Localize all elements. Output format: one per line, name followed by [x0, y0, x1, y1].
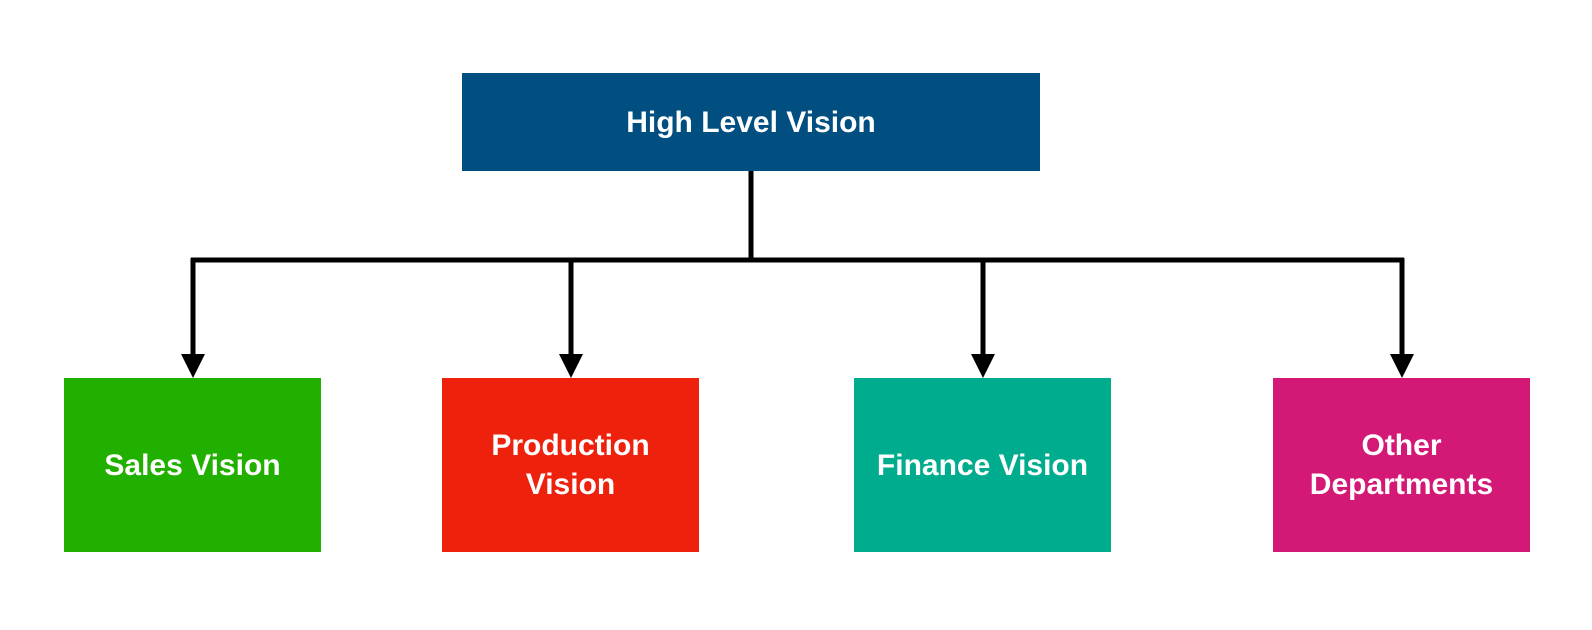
child-node-label: Sales Vision	[104, 448, 281, 482]
child-node-sales-vision: Sales Vision	[64, 378, 321, 552]
child-node-label: Other Departments	[1309, 429, 1494, 501]
child-node-other-departments: Other Departments	[1273, 378, 1530, 552]
arrowhead-sales	[181, 354, 205, 378]
root-node-label: High Level Vision	[626, 105, 876, 139]
child-node-finance-vision: Finance Vision	[854, 378, 1111, 552]
child-node-label: Finance Vision	[876, 448, 1089, 482]
root-node-high-level-vision: High Level Vision	[462, 73, 1040, 171]
child-node-production-vision: Production Vision	[442, 378, 699, 552]
child-node-label: Production Vision	[491, 429, 650, 501]
arrowhead-production	[559, 354, 583, 378]
arrowhead-finance	[971, 354, 995, 378]
arrowhead-other	[1390, 354, 1414, 378]
